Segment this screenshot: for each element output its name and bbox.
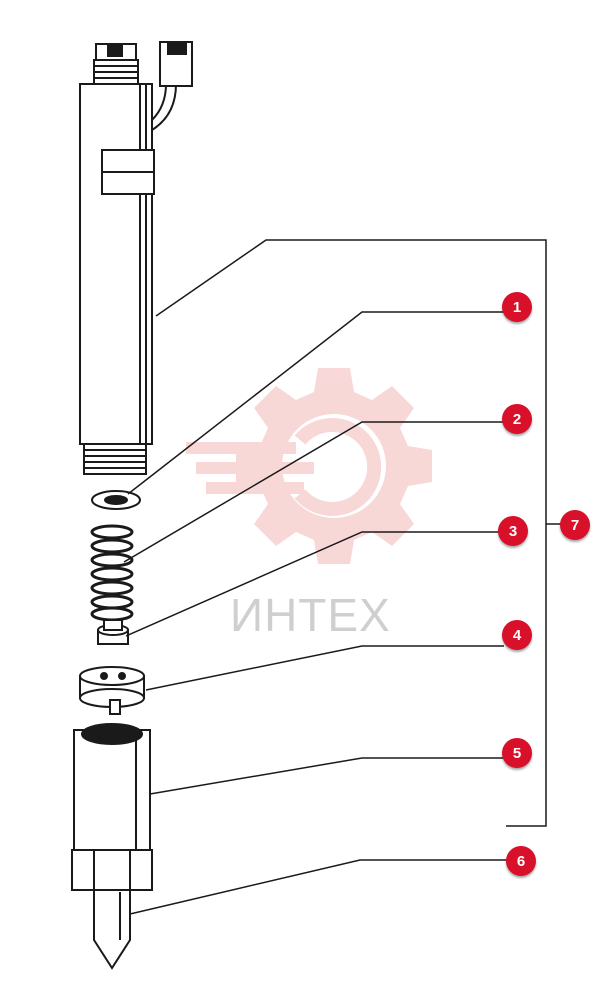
leader-line-6	[129, 859, 508, 915]
watermark-gear-logo	[186, 368, 432, 564]
spring-seat	[97, 619, 129, 645]
callout-1: 1	[502, 292, 532, 322]
leader-line-5	[149, 757, 504, 795]
leader-line-3	[125, 531, 500, 637]
callout-2: 2	[502, 404, 532, 434]
callout-6: 6	[506, 846, 536, 876]
leader-line-2	[123, 421, 504, 563]
leader-lines	[123, 239, 562, 915]
injector-body	[79, 41, 193, 475]
watermark-text: ИНТЕХ	[230, 589, 391, 641]
spring	[90, 524, 134, 622]
intermediate-disc	[79, 666, 145, 715]
leader-line-4	[145, 645, 504, 691]
callout-5: 5	[502, 738, 532, 768]
nozzle-tip	[93, 889, 131, 970]
callout-4: 4	[502, 620, 532, 650]
leader-line-7	[155, 239, 547, 827]
washer	[91, 490, 141, 510]
callout-7: 7	[560, 510, 590, 540]
nozzle-nut	[71, 723, 153, 891]
callout-3: 3	[498, 516, 528, 546]
leader-line-1	[127, 311, 504, 495]
